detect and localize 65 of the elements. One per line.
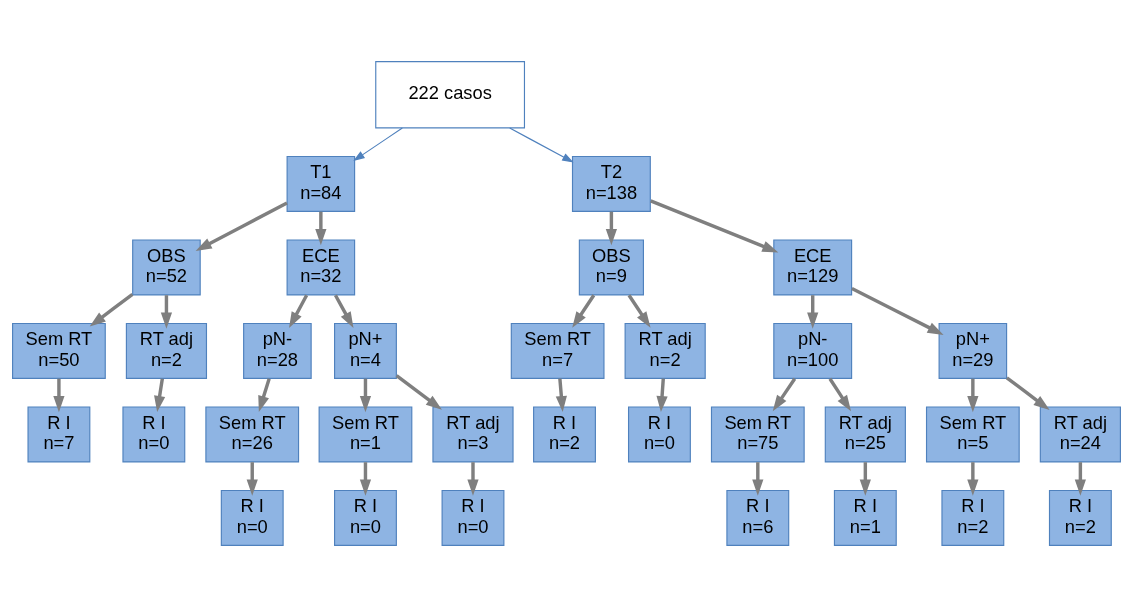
arrow xyxy=(359,378,372,413)
node-box: Sem RT n=7 xyxy=(510,322,605,379)
node-box: Sem RT n=50 xyxy=(12,322,106,379)
arrow xyxy=(650,199,779,253)
arrow xyxy=(53,378,65,413)
arrow xyxy=(89,292,134,327)
arrow xyxy=(828,377,852,412)
node-box: R I n=2 xyxy=(941,489,1005,546)
node-box: RT adj n=25 xyxy=(824,406,906,463)
node-box: T1 n=84 xyxy=(286,155,356,212)
arrow xyxy=(289,294,309,329)
arrow xyxy=(859,462,871,496)
arrow xyxy=(395,374,442,410)
node-box: Sem RT n=75 xyxy=(710,406,805,463)
arrow xyxy=(246,462,258,496)
node-box: R I n=7 xyxy=(27,406,91,463)
node-box: RT adj n=3 xyxy=(432,406,514,463)
arrow xyxy=(627,294,651,328)
node-box: ECE n=32 xyxy=(286,239,356,296)
arrow xyxy=(555,378,567,413)
arrow xyxy=(605,211,617,246)
node-box: 222 casos xyxy=(375,61,526,129)
arrow xyxy=(1074,462,1086,496)
arrow xyxy=(315,211,327,246)
node-box: Sem RT n=26 xyxy=(205,406,300,463)
node-box: R I n=2 xyxy=(533,406,596,463)
arrow xyxy=(572,294,596,328)
node-box: OBS n=52 xyxy=(132,239,201,296)
arrow xyxy=(154,378,166,413)
node-box: R I n=6 xyxy=(726,489,790,546)
arrow xyxy=(752,462,764,496)
arrow xyxy=(467,462,479,496)
arrow xyxy=(967,462,979,496)
node-box: RT adj n=2 xyxy=(624,322,706,379)
node-box: Sem RT n=1 xyxy=(318,406,413,463)
node-box: T2 n=138 xyxy=(571,155,651,212)
arrow xyxy=(967,378,979,413)
arrow xyxy=(1005,376,1050,411)
node-box: ECE n=129 xyxy=(773,239,853,296)
node-box: pN+ n=29 xyxy=(938,322,1008,379)
node-box: pN- n=28 xyxy=(243,322,312,379)
arrow xyxy=(656,378,668,413)
arrow xyxy=(509,127,574,163)
node-box: OBS n=9 xyxy=(578,239,644,296)
arrow xyxy=(160,295,173,329)
node-box: RT adj n=2 xyxy=(125,322,208,379)
arrow xyxy=(258,378,271,412)
node-box: pN+ n=4 xyxy=(334,322,397,379)
node-box: R I n=2 xyxy=(1048,489,1112,546)
arrow xyxy=(353,127,403,162)
node-box: R I n=0 xyxy=(441,489,505,546)
node-box: R I n=0 xyxy=(627,406,691,463)
arrow xyxy=(333,294,354,328)
node-box: R I n=0 xyxy=(220,489,284,546)
arrow xyxy=(807,295,819,329)
arrow xyxy=(851,286,944,335)
node-box: R I n=1 xyxy=(833,489,897,546)
node-box: pN- n=100 xyxy=(773,322,853,379)
node-box: RT adj n=24 xyxy=(1039,406,1121,463)
arrow xyxy=(195,201,288,251)
arrow xyxy=(772,377,797,412)
node-box: Sem RT n=5 xyxy=(925,406,1020,463)
arrow xyxy=(359,462,372,496)
node-box: R I n=0 xyxy=(334,489,397,546)
node-box: R I n=0 xyxy=(122,406,186,463)
